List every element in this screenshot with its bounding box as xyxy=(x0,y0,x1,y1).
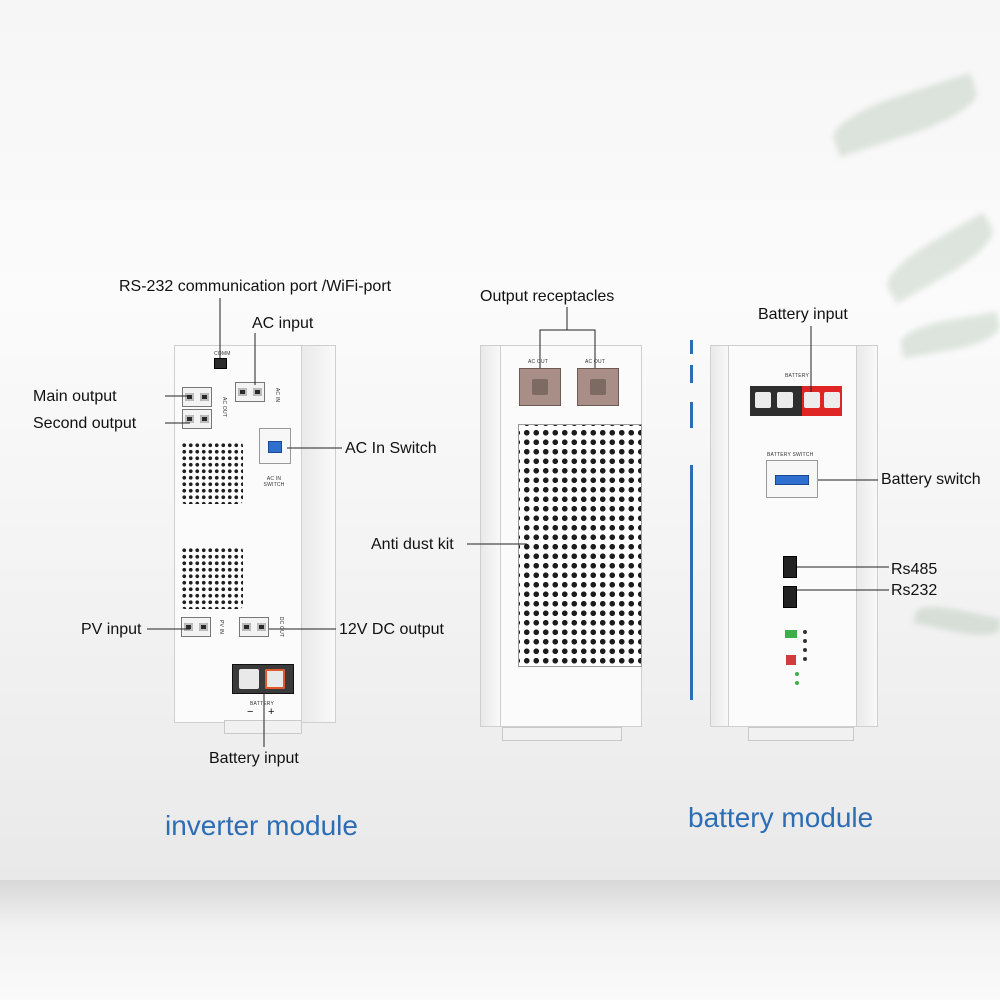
edge-marker xyxy=(690,402,693,428)
callout-second-output: Second output xyxy=(33,415,137,432)
callout-ac-in-switch: AC In Switch xyxy=(345,440,437,457)
second-output-terminal xyxy=(182,409,212,429)
status-led xyxy=(803,639,807,643)
inverter-module-title: inverter module xyxy=(165,810,358,841)
plus-symbol: + xyxy=(268,706,275,718)
ac-in-switch xyxy=(259,428,291,464)
ac-input-terminal xyxy=(235,382,265,402)
callout-main-output: Main output xyxy=(33,388,117,405)
dip-switch xyxy=(785,630,797,638)
rs232-port xyxy=(783,586,797,608)
edge-marker xyxy=(690,465,693,700)
terminal-post xyxy=(824,392,840,408)
callout-rs232: Rs232 xyxy=(891,582,938,599)
battery-negative-post xyxy=(239,669,259,689)
status-led xyxy=(795,681,799,685)
leader-output-receptacles-b xyxy=(567,329,596,368)
battery-right-panel xyxy=(856,345,878,727)
cooling-fan-lower xyxy=(181,547,243,609)
battery-module-title: battery module xyxy=(688,802,874,833)
inverter-side-panel xyxy=(300,345,336,723)
battery-positive-post xyxy=(265,669,285,689)
leader-output-receptacles xyxy=(539,307,568,368)
inverter-base xyxy=(224,720,302,734)
rs485-port xyxy=(783,556,797,578)
cooling-fan-upper xyxy=(181,442,243,504)
address-switch xyxy=(786,655,796,665)
terminal-screw xyxy=(200,415,209,423)
callout-comm-port: RS-232 communication port /WiFi-port xyxy=(119,278,392,295)
battery-switch-text: BATTERY SWITCH xyxy=(767,452,814,458)
terminal-screw xyxy=(242,623,251,631)
status-led xyxy=(803,630,807,634)
terminal-post xyxy=(777,392,793,408)
minus-symbol: − xyxy=(247,706,254,718)
terminal-screw xyxy=(185,415,194,423)
callout-battery-input: Battery input xyxy=(209,750,299,767)
ac-out-1-text: AC OUT xyxy=(528,359,549,365)
output-receptacle-1 xyxy=(519,368,561,406)
anti-dust-mesh xyxy=(518,424,642,667)
terminal-post xyxy=(755,392,771,408)
main-output-terminal xyxy=(182,387,212,407)
terminal-screw xyxy=(257,623,266,631)
battery-input-terminal xyxy=(750,386,842,416)
pv-input-terminal xyxy=(181,617,211,637)
terminal-post xyxy=(804,392,820,408)
edge-marker xyxy=(690,340,693,354)
edge-marker xyxy=(690,365,693,383)
battery-panel-text: BATTERY xyxy=(785,373,809,379)
dc-output-terminal xyxy=(239,617,269,637)
socket-face xyxy=(532,379,548,395)
terminal-screw xyxy=(253,388,262,396)
shelf-surface xyxy=(0,880,1000,1000)
comm-port-text: COMM xyxy=(214,351,231,357)
callout-rs485: Rs485 xyxy=(891,561,938,578)
status-led xyxy=(803,657,807,661)
status-led xyxy=(795,672,799,676)
socket-face xyxy=(590,379,606,395)
breaker-handle xyxy=(775,475,809,485)
callout-battery-input: Battery input xyxy=(758,306,848,323)
ac-in-switch-text: AC IN SWITCH xyxy=(263,476,285,488)
battery-input-terminal xyxy=(232,664,294,694)
terminal-screw xyxy=(200,393,209,401)
callout-pv-input: PV input xyxy=(81,621,142,638)
battery-switch xyxy=(766,460,818,498)
comm-port xyxy=(214,358,227,369)
terminal-screw xyxy=(199,623,208,631)
callout-output-receptacles: Output receptacles xyxy=(480,288,615,305)
callout-dc-output: 12V DC output xyxy=(339,621,444,638)
battery-base xyxy=(748,727,854,741)
side-view-base xyxy=(502,727,622,741)
breaker-handle xyxy=(268,441,282,453)
status-led xyxy=(803,648,807,652)
callout-anti-dust-kit: Anti dust kit xyxy=(371,536,454,553)
battery-text: BATTERY xyxy=(250,701,274,707)
terminal-screw xyxy=(238,388,247,396)
callout-battery-switch: Battery switch xyxy=(881,471,981,488)
callout-ac-input: AC input xyxy=(252,315,314,332)
output-receptacle-2 xyxy=(577,368,619,406)
terminal-screw xyxy=(184,623,193,631)
terminal-screw xyxy=(185,393,194,401)
